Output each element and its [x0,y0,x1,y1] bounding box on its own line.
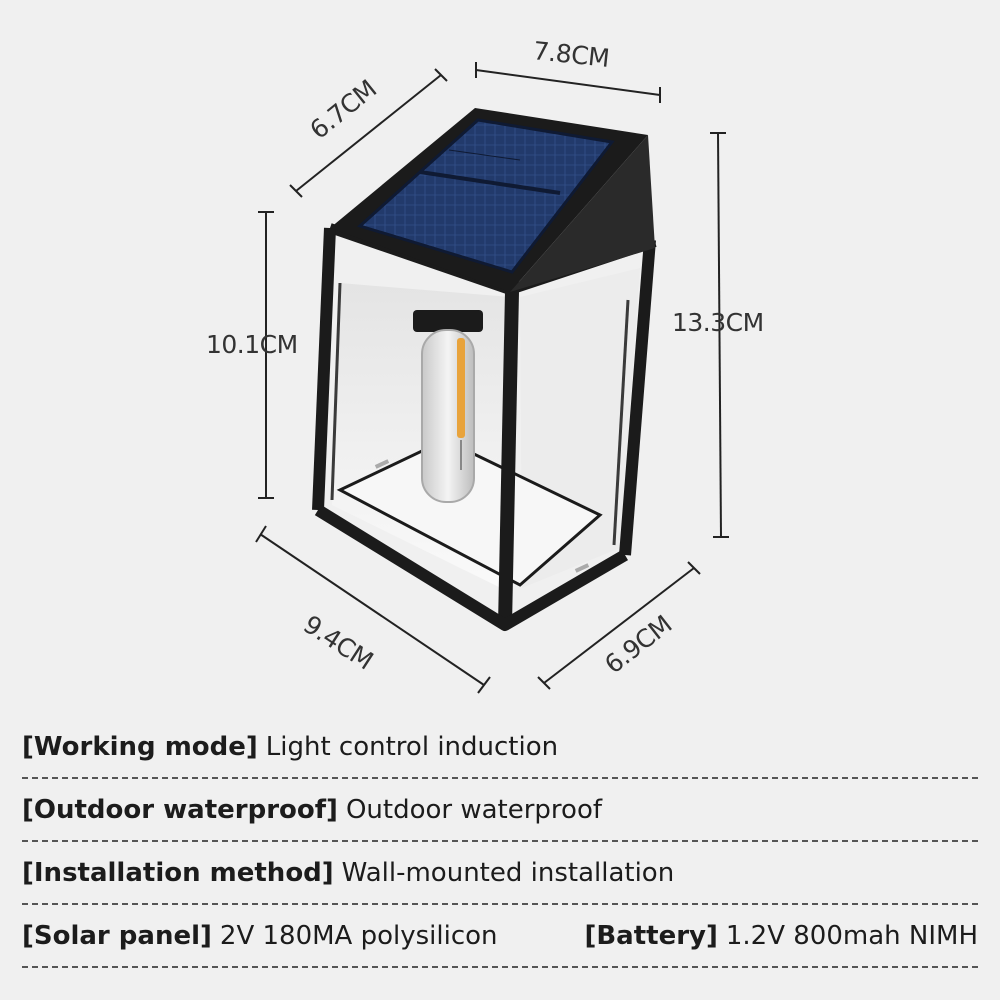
dimension-total-height: 13.3CM [672,308,764,337]
product-figure: 7.8CM 6.7CM 10.1CM 13.3CM 9.4CM 6.9CM [206,36,764,694]
spec-key: [Outdoor waterproof] [22,794,338,825]
spec-list: [Working mode] Light control induction [… [22,716,978,968]
spec-row-outdoor-waterproof: [Outdoor waterproof] Outdoor waterproof [22,779,978,842]
spec-key: [Working mode] [22,731,258,762]
bulb [413,310,483,503]
spec-value: Light control induction [265,731,559,762]
spec-key: [Battery] [584,920,718,951]
spec-key: [Solar panel] [22,920,212,951]
dimension-lines [255,62,729,694]
spec-value: 2V 180MA polysilicon [219,920,498,951]
spec-value: Wall-mounted installation [341,857,675,888]
spec-value: 1.2V 800mah NIMH [725,920,978,951]
lantern [312,108,657,631]
spec-battery: [Battery] 1.2V 800mah NIMH [584,921,978,951]
spec-row-working-mode: [Working mode] Light control induction [22,716,978,779]
spec-solar-panel: [Solar panel] 2V 180MA polysilicon [22,921,498,951]
spec-row-solar-battery: [Solar panel] 2V 180MA polysilicon [Batt… [22,905,978,968]
spec-row-installation-method: [Installation method] Wall-mounted insta… [22,842,978,905]
spec-key: [Installation method] [22,857,334,888]
solar-panel [357,118,615,274]
solar-lantern-illustration [255,62,729,694]
spec-value: Outdoor waterproof [345,794,603,825]
dimension-front-height: 10.1CM [206,330,298,359]
